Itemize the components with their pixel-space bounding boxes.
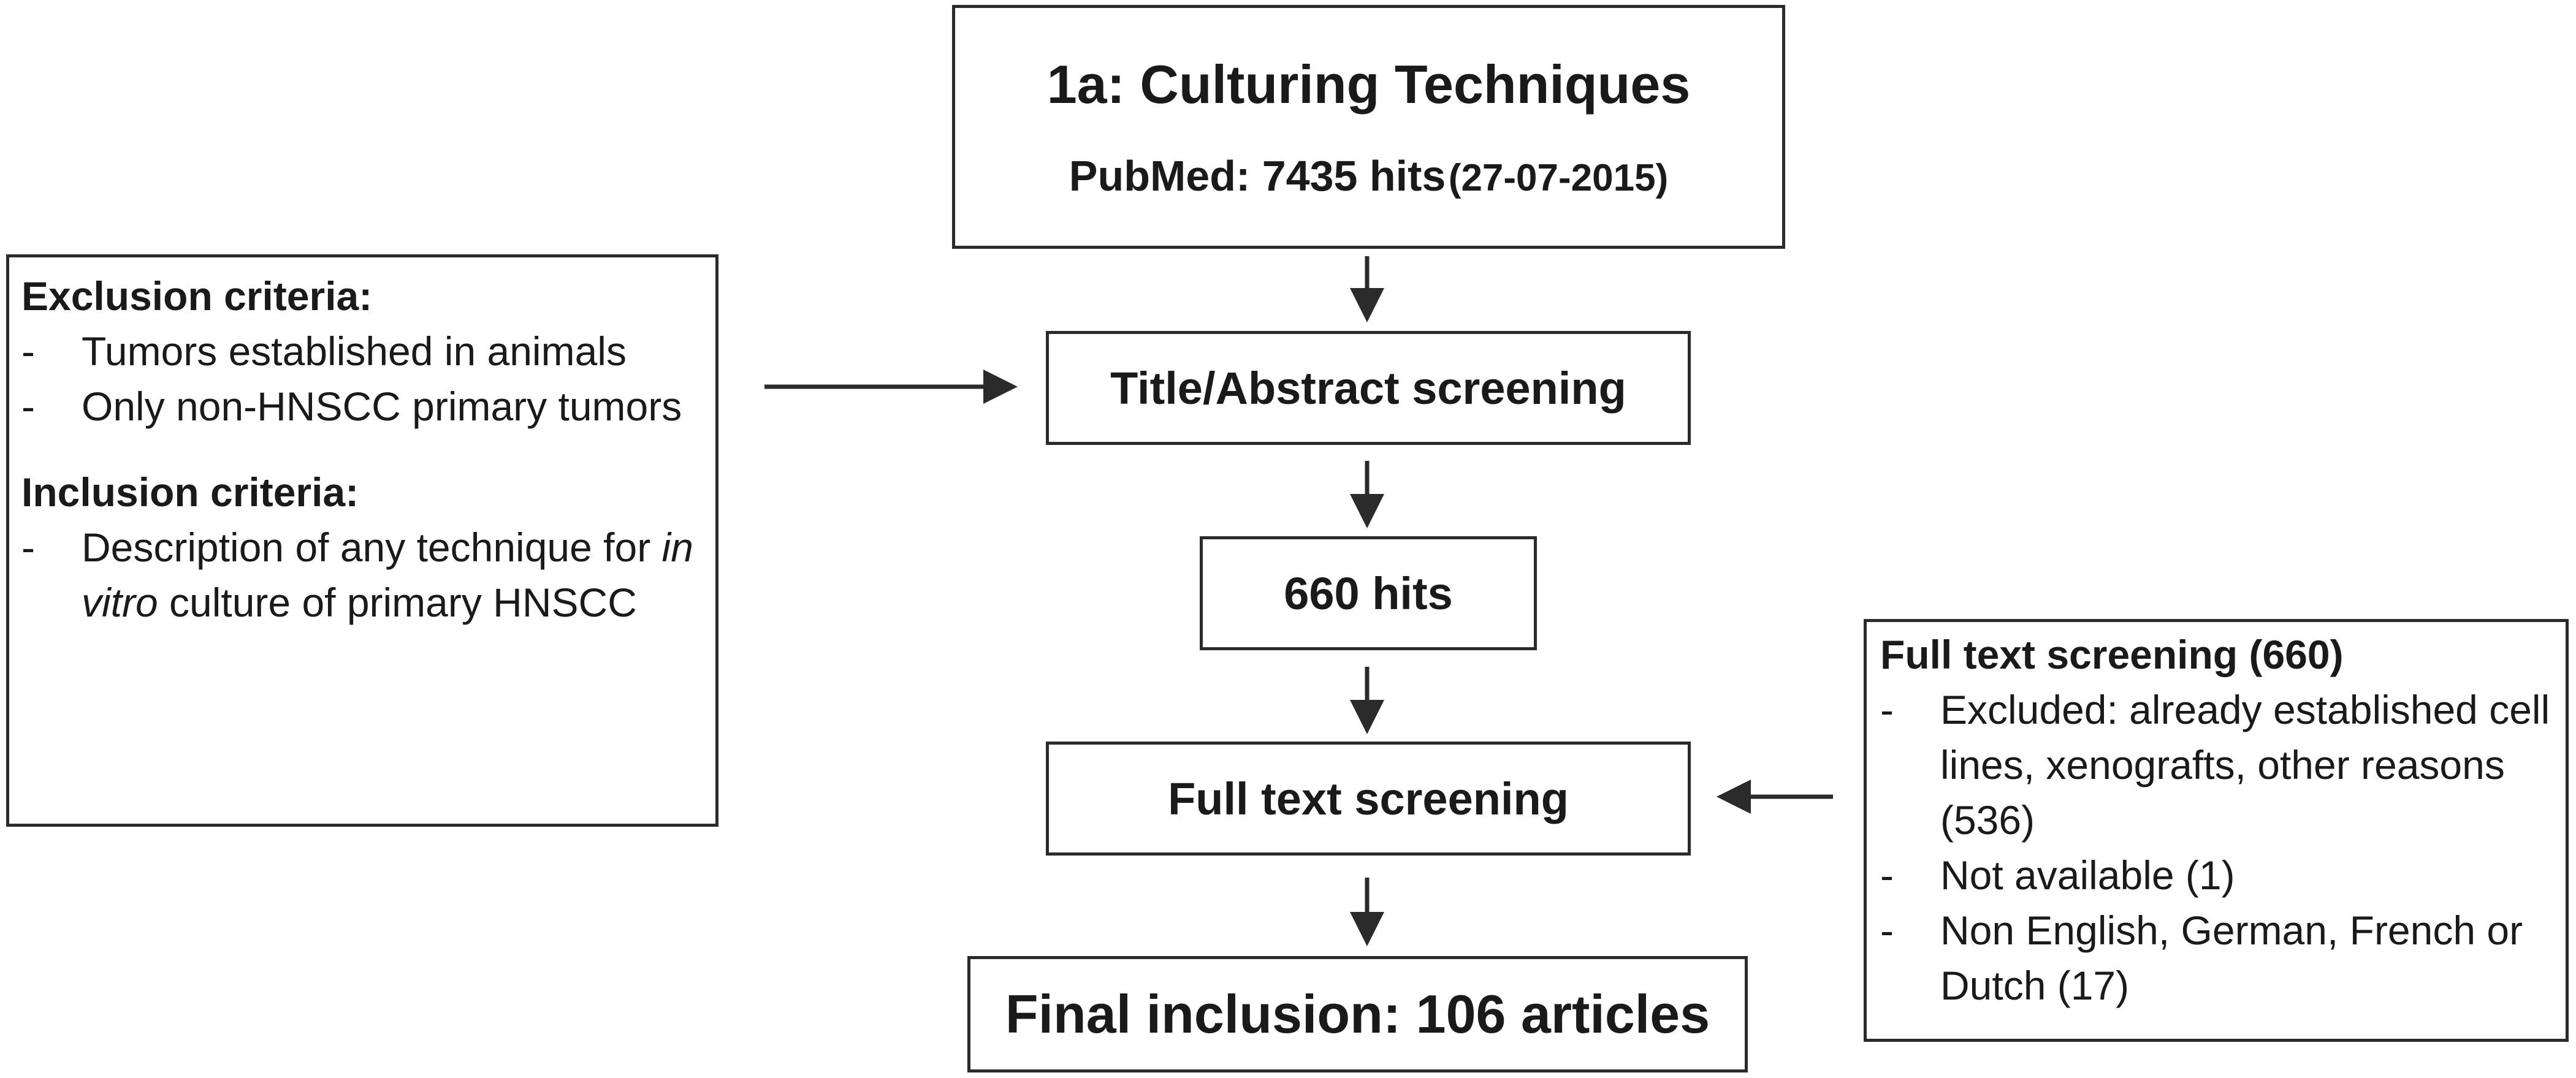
- title-abstract-screening-box: Title/Abstract screening: [1046, 331, 1691, 445]
- exclusion-reason-item: - Excluded: already established cell lin…: [1880, 687, 2550, 843]
- full-text-screening-box: Full text screening: [1046, 742, 1691, 856]
- exclusion-reason-item: - Not available (1): [1880, 852, 2235, 898]
- exclusion-item: - Only non-HNSCC primary tumors: [21, 384, 682, 429]
- inclusion-heading: Inclusion criteria:: [21, 469, 359, 515]
- criteria-box: Exclusion criteria: - Tumors established…: [6, 254, 718, 827]
- hits-box: 660 hits: [1200, 536, 1537, 650]
- section-title: 1a: Culturing Techniques: [1046, 54, 1691, 115]
- search-date: (27-07-2015): [1448, 157, 1669, 199]
- exclusion-item: - Tumors established in animals: [21, 328, 627, 374]
- full-text-exclusions-box: Full text screening (660) - Excluded: al…: [1864, 619, 2569, 1042]
- pubmed-hits: PubMed: 7435 hits: [1069, 152, 1446, 200]
- exclusion-reason-item: - Non English, German, French or Dutch (…: [1880, 908, 2523, 1008]
- inclusion-item: - Description of any technique for in vi…: [21, 525, 693, 625]
- full-text-exclusions-heading: Full text screening (660): [1880, 632, 2344, 677]
- exclusion-heading: Exclusion criteria:: [21, 273, 373, 319]
- search-source-box: 1a: Culturing Techniques PubMed: 7435 hi…: [952, 5, 1785, 249]
- final-inclusion-box: Final inclusion: 106 articles: [967, 956, 1748, 1072]
